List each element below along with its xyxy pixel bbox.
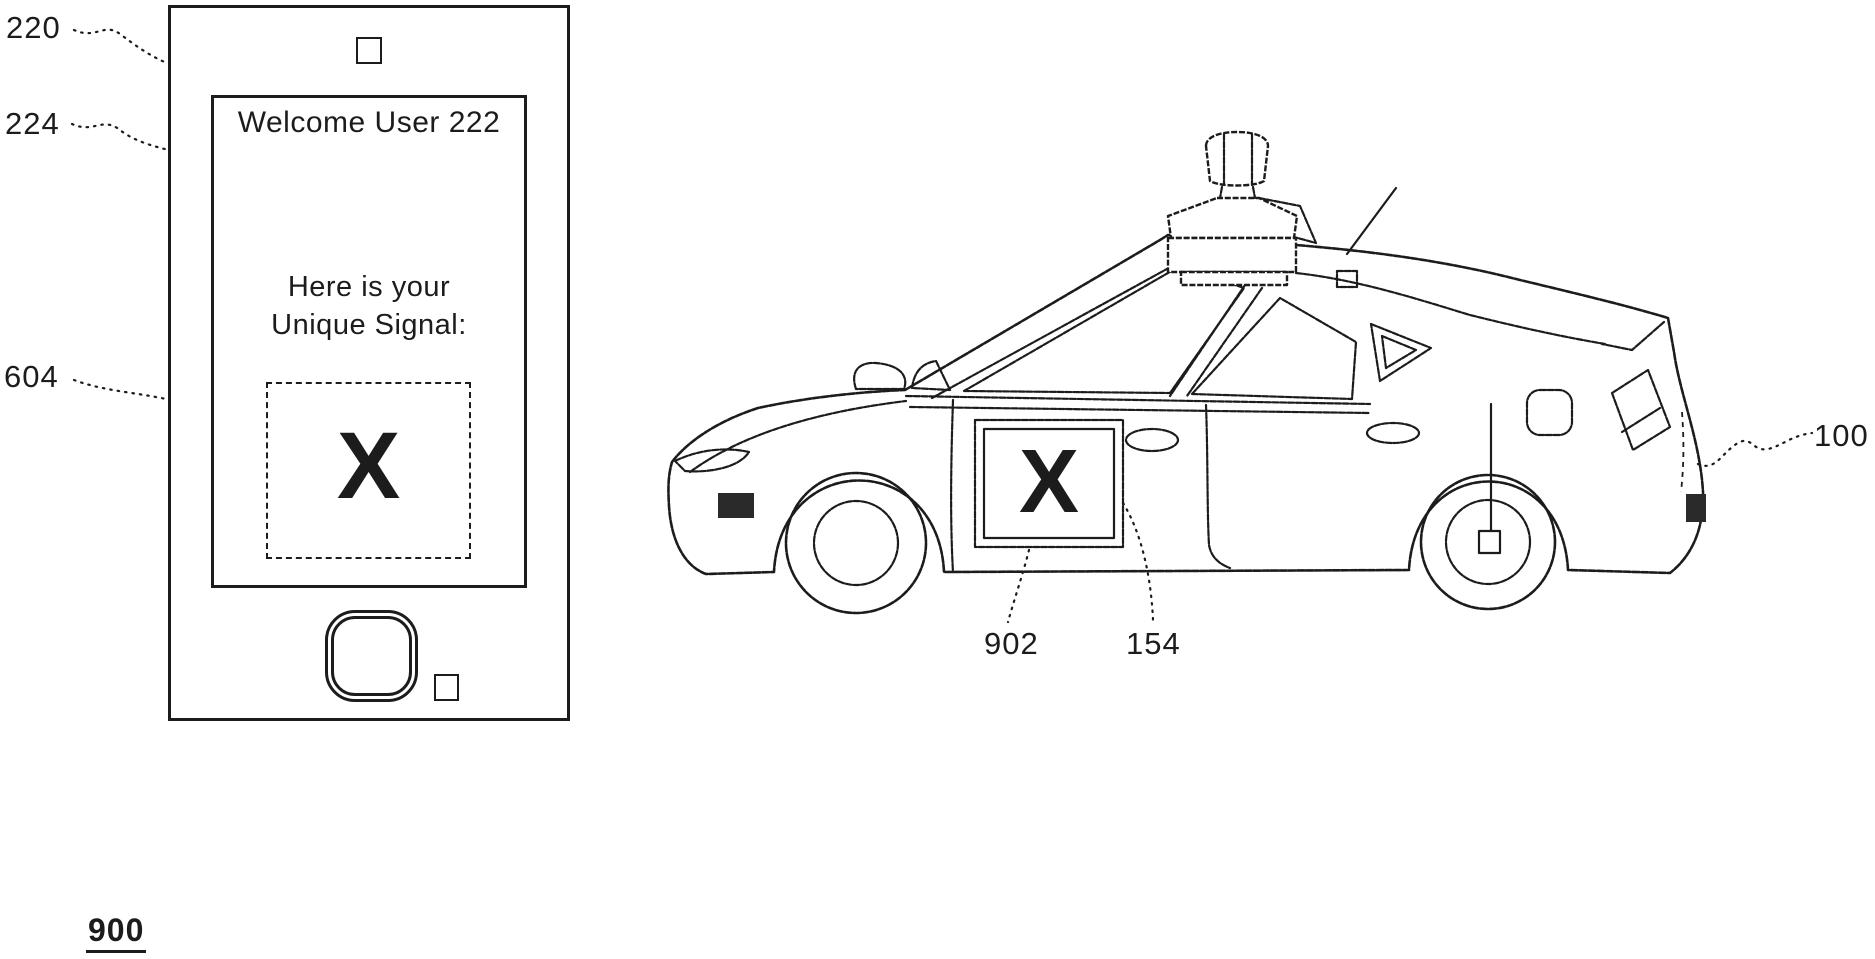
a-pillar-line bbox=[930, 262, 1178, 400]
lidar-neck bbox=[1218, 185, 1257, 200]
unique-signal-box: X bbox=[266, 382, 471, 559]
phone-screen: Welcome User 222 Here is your Unique Sig… bbox=[211, 95, 527, 588]
figure-number-label: 900 bbox=[86, 912, 147, 953]
lidar-mount bbox=[1166, 196, 1299, 240]
leader-line-902 bbox=[1006, 548, 1031, 624]
signal-caption-line1: Here is your bbox=[287, 271, 451, 303]
ref-label-224: 224 bbox=[5, 106, 60, 141]
quarter-window bbox=[1369, 322, 1433, 383]
rear-marker-light bbox=[1686, 494, 1706, 522]
lidar-sensor-drawing bbox=[1166, 130, 1318, 287]
phone-camera-square bbox=[356, 37, 382, 64]
leader-line-100 bbox=[1696, 431, 1814, 467]
a-pillar-vent bbox=[910, 359, 952, 392]
leader-lines bbox=[70, 28, 1814, 624]
rear-door-seam bbox=[1204, 403, 1232, 570]
ref-label-154: 154 bbox=[1126, 626, 1181, 661]
b-pillar-line-2 bbox=[1185, 286, 1264, 398]
display-housing bbox=[973, 418, 1125, 549]
signal-caption: Here is your Unique Signal: bbox=[214, 268, 524, 344]
leader-line-604 bbox=[72, 378, 268, 428]
roof-rail-line bbox=[1294, 271, 1607, 346]
leader-line-220 bbox=[72, 28, 169, 65]
lidar-cylinder bbox=[1204, 130, 1270, 187]
rear-door-handle bbox=[1365, 421, 1421, 445]
lidar-platform-flange bbox=[1179, 270, 1289, 287]
home-button-inner-ring bbox=[331, 616, 412, 696]
antenna bbox=[1345, 186, 1398, 256]
side-mirror bbox=[853, 361, 907, 391]
leader-line-154 bbox=[1121, 501, 1155, 622]
ref-label-902: 902 bbox=[984, 626, 1039, 661]
ref-label-604: 604 bbox=[4, 359, 59, 394]
vehicle-display-panel: X bbox=[973, 418, 1125, 549]
headlight-outline bbox=[673, 448, 751, 473]
front-wheel bbox=[784, 471, 928, 615]
spoiler-underside bbox=[1600, 320, 1666, 352]
beltline-lower bbox=[908, 405, 1372, 415]
front-marker-light bbox=[718, 493, 754, 518]
lidar-platform bbox=[1166, 236, 1298, 274]
vehicle-body-outline bbox=[667, 233, 1705, 576]
b-pillar-line-1 bbox=[1168, 283, 1247, 398]
rear-wheel bbox=[1419, 402, 1557, 611]
autonomous-vehicle-drawing: X bbox=[667, 130, 1706, 615]
phone-signal-x-glyph: X bbox=[336, 413, 401, 519]
smartphone-drawing: Welcome User 222 Here is your Unique Sig… bbox=[168, 5, 570, 721]
welcome-text: Welcome User 222 bbox=[237, 106, 501, 139]
front-door-handle bbox=[1124, 427, 1180, 453]
display-screen-frame bbox=[982, 427, 1116, 540]
fuel-door bbox=[1525, 388, 1574, 437]
hatch-seam bbox=[1680, 411, 1685, 493]
quarter-window-inner bbox=[1380, 334, 1418, 370]
lidar-mount-bracket bbox=[1257, 196, 1318, 245]
wheel-hub-sensor bbox=[1477, 529, 1502, 555]
antenna-base bbox=[1335, 269, 1359, 289]
hood-line bbox=[688, 399, 908, 474]
rear-window bbox=[1190, 296, 1358, 401]
ref-label-220: 220 bbox=[6, 10, 61, 45]
signal-caption-line2: Unique Signal: bbox=[271, 309, 467, 341]
rear-light-bar-inner bbox=[1620, 406, 1662, 434]
home-button bbox=[325, 610, 418, 702]
vehicle-display-x-glyph: X bbox=[1019, 432, 1079, 532]
rear-light-bar bbox=[1610, 368, 1672, 452]
beltline-upper bbox=[904, 394, 1372, 406]
phone-aux-square bbox=[434, 674, 459, 701]
front-door-seam bbox=[950, 398, 955, 574]
ref-label-100: 100 bbox=[1814, 418, 1869, 453]
